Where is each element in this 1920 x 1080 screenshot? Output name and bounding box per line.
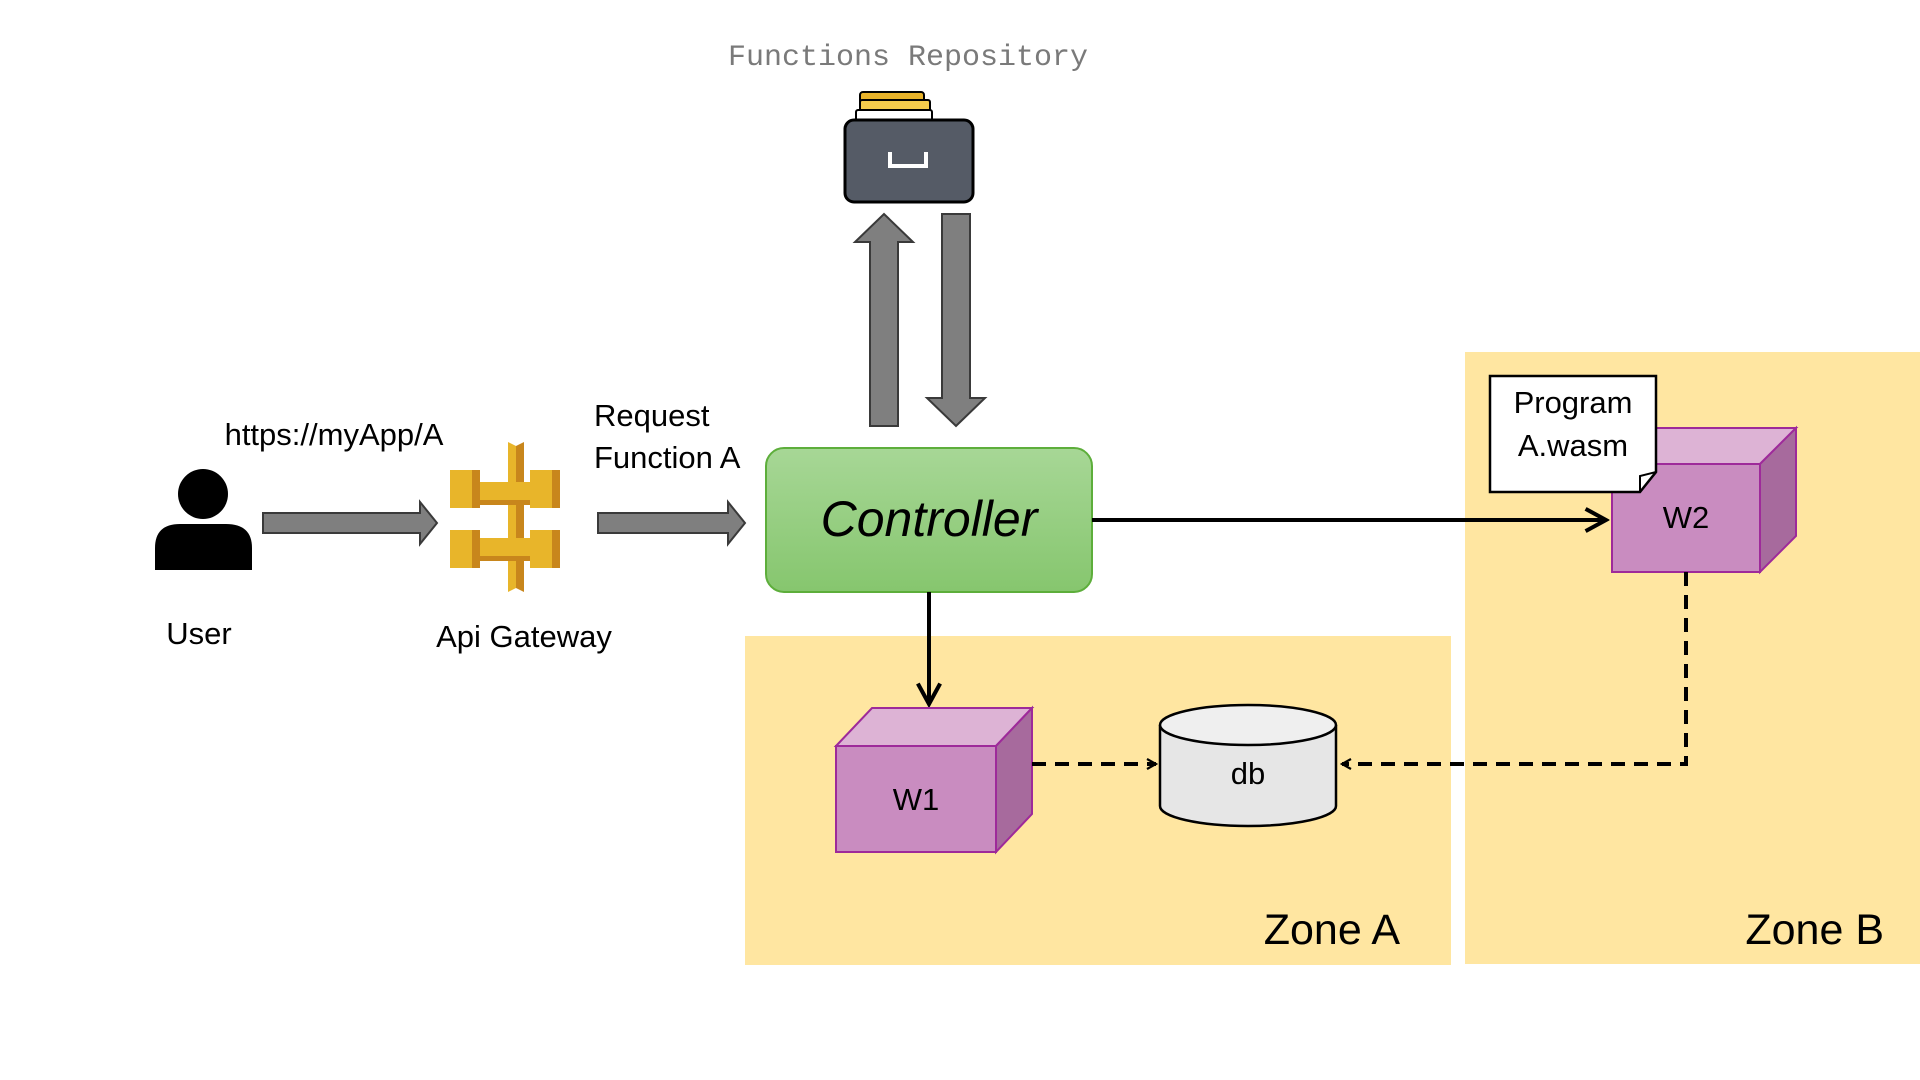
db-cylinder[interactable]: db (1158, 703, 1338, 828)
repository-title: Functions Repository (728, 41, 1088, 75)
controller-label: Controller (821, 491, 1040, 547)
zone-b-label: Zone B (1745, 906, 1884, 954)
request-line1: Request (594, 398, 710, 433)
user-label: User (166, 616, 231, 651)
user-to-gateway-arrow (262, 499, 439, 547)
cylinder-icon (1158, 725, 1338, 828)
worker-w1-label: W1 (893, 782, 940, 817)
controller-box[interactable]: Controller (765, 447, 1093, 593)
repo-down-arrow (924, 213, 988, 428)
file-cabinet-icon (843, 91, 975, 204)
worker-w2-cube[interactable]: W2 (1609, 425, 1799, 575)
gateway-label: Api Gateway (436, 619, 612, 654)
api-gateway-icon (450, 442, 560, 592)
program-note-line2: A.wasm (1518, 428, 1628, 463)
worker-w1-cube[interactable]: W1 (833, 705, 1035, 855)
db-label: db (1231, 756, 1265, 791)
repo-up-arrow (852, 212, 916, 427)
program-note: Program A.wasm (1488, 374, 1658, 494)
gateway-to-controller-arrow (597, 499, 747, 547)
request-line2: Function A (594, 440, 741, 475)
program-note-line1: Program (1514, 385, 1633, 420)
w2-to-db-arrow (1342, 572, 1688, 764)
person-icon (155, 469, 252, 570)
zone-a-label: Zone A (1264, 906, 1401, 954)
user-url: https://myApp/A (225, 417, 444, 452)
worker-w2-label: W2 (1663, 500, 1710, 535)
